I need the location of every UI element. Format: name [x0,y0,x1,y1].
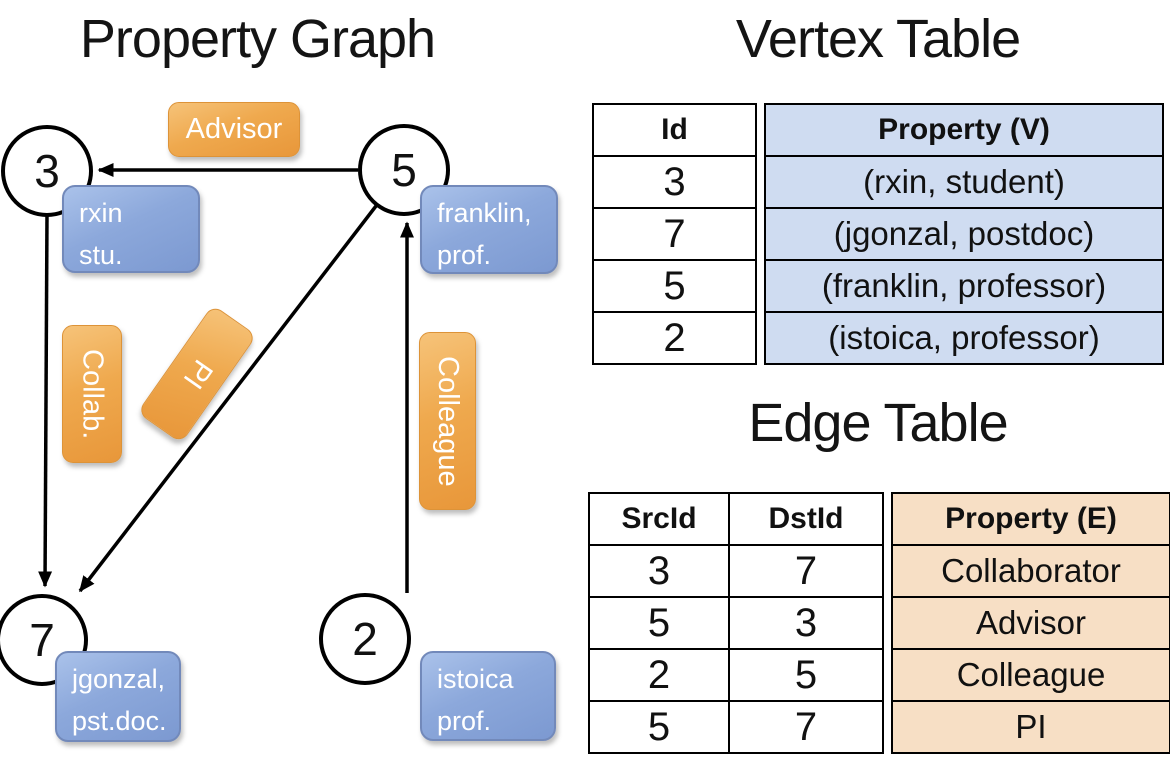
vertex-node-5: 5 [358,124,450,216]
vertex-node-5-id: 5 [391,144,417,196]
edge-table-cell-property-1: Advisor [891,596,1170,650]
vertex-node-2: 2 [319,593,411,685]
edge-table-cell-dst-3: 7 [728,700,884,754]
vertex-property-box-5-line2: prof. [437,239,492,270]
edge-label-colleague: Colleague [419,332,476,510]
edge-table-header-srcid: SrcId [588,492,730,546]
vertex-table-header-id: Id [592,103,757,157]
vertex-table-title: Vertex Table [735,9,1021,69]
vertex-node-2-id: 2 [352,613,378,665]
vertex-table-cell-id-3: 2 [592,311,757,365]
vertex-node-7-id: 7 [29,614,55,666]
vertex-table: Id 3 7 5 2 Property (V) (rxin, student) … [592,103,1164,365]
edge-arrow-3-to-7 [38,213,53,588]
edge-label-advisor: Advisor [168,102,300,157]
edge-table-id-columns: SrcId DstId 3 7 5 3 2 5 5 7 [588,492,884,754]
edge-table-cell-src-0: 3 [588,544,730,598]
edge-table-cell-src-1: 5 [588,596,730,650]
vertex-property-box-2: istoica prof. [420,651,556,741]
vertex-property-box-2-line2: prof. [437,705,492,736]
vertex-node-3-id: 3 [34,145,60,197]
edge-table-cell-property-3: PI [891,700,1170,754]
vertex-property-box-3-line2: stu. [79,239,123,270]
vertex-property-box-7: jgonzal, pst.doc. [55,651,181,742]
vertex-property-box-7-line1: jgonzal, [72,664,166,694]
vertex-table-id-column: Id 3 7 5 2 [592,103,757,365]
vertex-property-box-5-line1: franklin, [437,198,532,228]
vertex-property-box-5: franklin, prof. [420,185,558,274]
edge-table-cell-property-2: Colleague [891,648,1170,702]
vertex-table-cell-property-3: (istoica, professor) [764,311,1164,365]
graph-edges-layer [38,163,414,593]
property-graph-title: Property Graph [79,9,436,69]
vertex-table-cell-property-0: (rxin, student) [764,155,1164,209]
vertex-table-property-column: Property (V) (rxin, student) (jgonzal, p… [764,103,1164,365]
edge-arrow-5-to-7 [78,204,378,593]
edge-table-cell-dst-1: 3 [728,596,884,650]
edge-table-cell-src-3: 5 [588,700,730,754]
edge-table-cell-src-2: 2 [588,648,730,702]
edge-table-header-dstid: DstId [728,492,884,546]
edge-table-header-property: Property (E) [891,492,1170,546]
edge-label-collab: Collab. [62,325,122,463]
vertex-table-cell-property-1: (jgonzal, postdoc) [764,207,1164,261]
edge-table-cell-dst-0: 7 [728,544,884,598]
vertex-table-header-property: Property (V) [764,103,1164,157]
edge-table-cell-property-0: Collaborator [891,544,1170,598]
edge-table-property-column: Property (E) Collaborator Advisor Collea… [891,492,1170,754]
vertex-table-cell-property-2: (franklin, professor) [764,259,1164,313]
vertex-property-box-7-line2: pst.doc. [72,705,167,736]
edge-table-title: Edge Table [748,393,1008,453]
vertex-table-cell-id-2: 5 [592,259,757,313]
vertex-property-box-2-line1: istoica [437,664,514,694]
vertex-table-cell-id-0: 3 [592,155,757,209]
vertex-property-box-3: rxin stu. [62,185,200,273]
edge-table: SrcId DstId 3 7 5 3 2 5 5 7 Property (E)… [588,492,1170,754]
edge-table-cell-dst-2: 5 [728,648,884,702]
vertex-table-cell-id-1: 7 [592,207,757,261]
vertex-property-box-3-line1: rxin [79,198,123,228]
